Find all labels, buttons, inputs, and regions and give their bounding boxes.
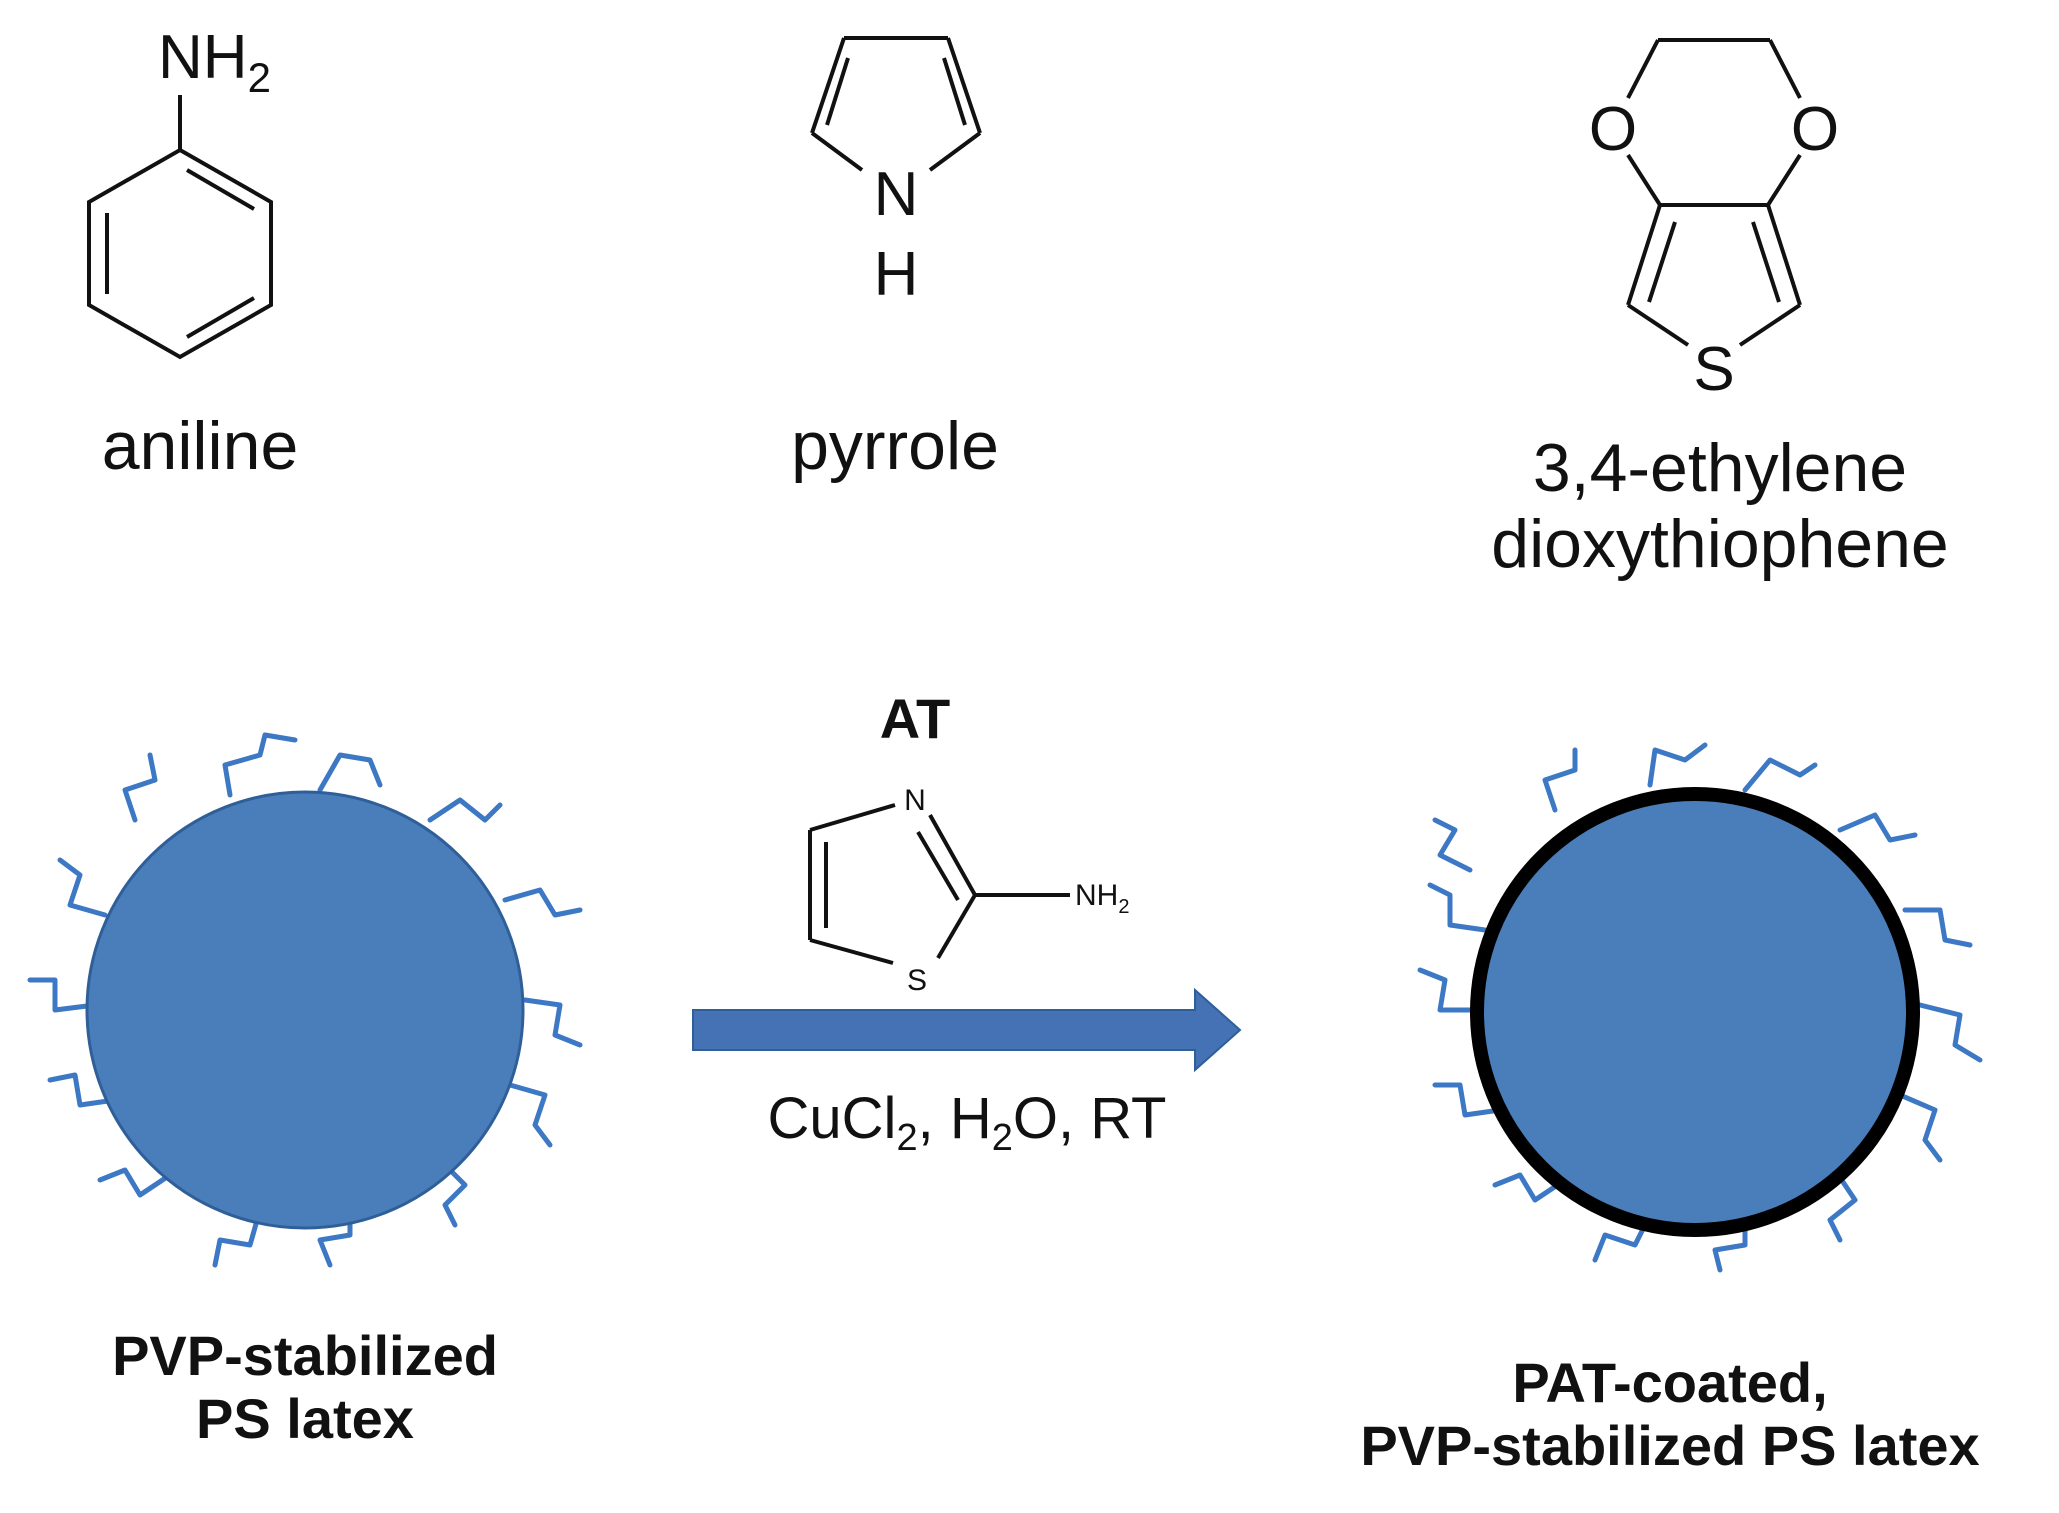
at-n: N	[904, 784, 926, 817]
ps-latex-particle-right	[1470, 787, 1920, 1237]
aminothiazole-structure	[808, 803, 1070, 965]
at-s: S	[907, 964, 927, 997]
at-label: AT	[879, 687, 951, 750]
edot-s: S	[1693, 335, 1734, 404]
pyrrole-h: H	[874, 240, 919, 309]
aniline-nh2: NH2	[158, 23, 271, 101]
aniline-structure	[87, 95, 273, 360]
at-nh2: NH2	[1075, 879, 1129, 918]
ps-latex-particle-left	[85, 790, 525, 1230]
edot-o1: O	[1589, 95, 1637, 164]
right-particle-label: PAT-coated, PVP-stabilized PS latex	[1300, 1351, 2040, 1477]
reaction-scheme: N S NH2 CuCl2, H2O, RT	[27, 732, 1983, 1273]
reaction-arrow	[692, 987, 1242, 1073]
reaction-conditions: CuCl2, H2O, RT	[768, 1086, 1167, 1159]
left-particle-label-line2: PS latex	[196, 1386, 414, 1450]
left-particle-label: PVP-stabilized PS latex	[45, 1324, 565, 1450]
right-particle-label-line1: PAT-coated,	[1512, 1351, 1828, 1414]
edot-structure	[1626, 38, 1802, 347]
pvp-chains-left	[27, 732, 583, 1268]
edot-label-line1: 3,4-ethylene	[1532, 430, 1908, 506]
pyrrole-structure	[810, 36, 982, 172]
pyrrole-label: pyrrole	[791, 408, 999, 484]
aniline-label: aniline	[101, 408, 299, 484]
edot-o2: O	[1791, 95, 1839, 164]
edot-label: 3,4-ethylene dioxythiophene	[1440, 430, 2000, 582]
right-particle-label-line2: PVP-stabilized PS latex	[1360, 1413, 1980, 1477]
left-particle-label-line1: PVP-stabilized	[112, 1324, 498, 1387]
monomer-structures: NH2 N H O O S	[87, 23, 1839, 404]
edot-label-line2: dioxythiophene	[1491, 506, 1949, 583]
pyrrole-n: N	[874, 160, 919, 229]
